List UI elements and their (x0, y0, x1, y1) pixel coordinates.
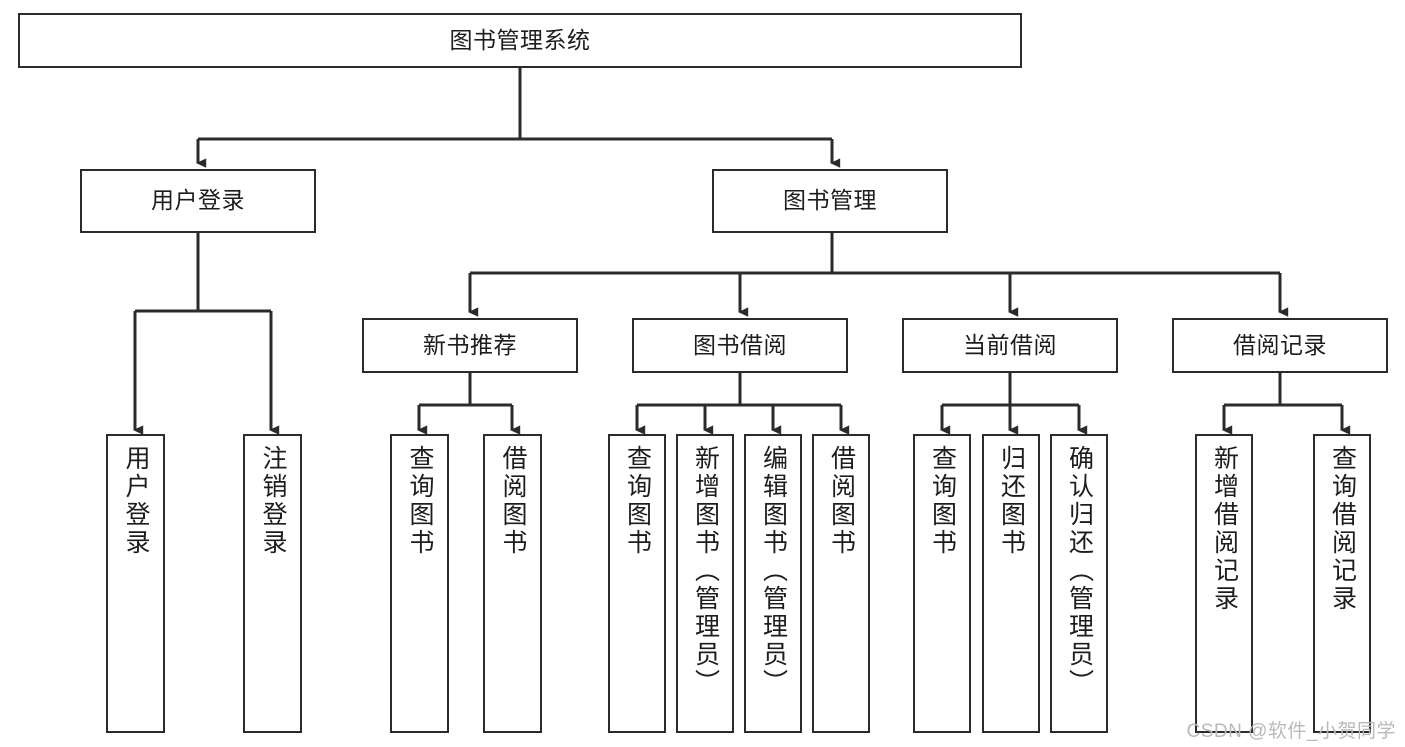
node-book-borrow[interactable]: 图书借阅 (632, 318, 848, 373)
node-leaf-edit-book[interactable]: 编辑图书（管理员） (744, 434, 802, 733)
node-leaf-confirm-return[interactable]: 确认归还（管理员） (1050, 434, 1108, 733)
node-leaf-user-login-label: 用户登录 (122, 445, 150, 557)
node-leaf-borrow-book-2-label: 借阅图书 (827, 445, 856, 557)
node-leaf-query-book-1[interactable]: 查询图书 (390, 434, 449, 733)
node-leaf-return-book-label: 归还图书 (997, 445, 1026, 557)
node-leaf-edit-book-label: 编辑图书（管理员） (759, 445, 788, 697)
node-book-borrow-label: 图书借阅 (693, 331, 787, 358)
node-leaf-query-book-2-label: 查询图书 (623, 445, 652, 557)
node-new-book-rec-label: 新书推荐 (423, 331, 517, 358)
node-leaf-query-book-3[interactable]: 查询图书 (913, 434, 971, 733)
node-root-label: 图书管理系统 (449, 26, 591, 53)
node-book-manage-label: 图书管理 (783, 187, 877, 214)
node-leaf-logout[interactable]: 注销登录 (243, 434, 302, 733)
node-leaf-borrow-book-1-label: 借阅图书 (499, 445, 527, 557)
node-leaf-add-record[interactable]: 新增借阅记录 (1195, 434, 1253, 733)
node-leaf-borrow-book-1[interactable]: 借阅图书 (483, 434, 542, 733)
node-leaf-user-login[interactable]: 用户登录 (106, 434, 165, 733)
node-leaf-return-book[interactable]: 归还图书 (982, 434, 1040, 733)
node-leaf-add-record-label: 新增借阅记录 (1210, 445, 1239, 613)
node-leaf-add-book-label: 新增图书（管理员） (691, 445, 720, 697)
node-leaf-add-book[interactable]: 新增图书（管理员） (676, 434, 734, 733)
node-leaf-confirm-return-label: 确认归还（管理员） (1065, 445, 1094, 697)
node-leaf-borrow-book-2[interactable]: 借阅图书 (812, 434, 870, 733)
node-root[interactable]: 图书管理系统 (18, 13, 1022, 68)
node-current-borrow[interactable]: 当前借阅 (902, 318, 1118, 373)
node-leaf-logout-label: 注销登录 (259, 445, 287, 557)
node-leaf-query-book-1-label: 查询图书 (406, 445, 434, 557)
node-book-manage[interactable]: 图书管理 (712, 169, 948, 233)
node-leaf-query-record-label: 查询借阅记录 (1328, 445, 1357, 613)
node-leaf-query-book-2[interactable]: 查询图书 (608, 434, 666, 733)
node-user-login[interactable]: 用户登录 (80, 169, 316, 233)
node-borrow-record-label: 借阅记录 (1233, 331, 1327, 358)
node-current-borrow-label: 当前借阅 (963, 331, 1057, 358)
csdn-watermark: CSDN @软件_小贺同学 (1186, 721, 1396, 742)
node-new-book-rec[interactable]: 新书推荐 (362, 318, 578, 373)
node-borrow-record[interactable]: 借阅记录 (1172, 318, 1388, 373)
node-leaf-query-record[interactable]: 查询借阅记录 (1313, 434, 1371, 733)
node-user-login-label: 用户登录 (151, 187, 245, 214)
node-leaf-query-book-3-label: 查询图书 (928, 445, 957, 557)
